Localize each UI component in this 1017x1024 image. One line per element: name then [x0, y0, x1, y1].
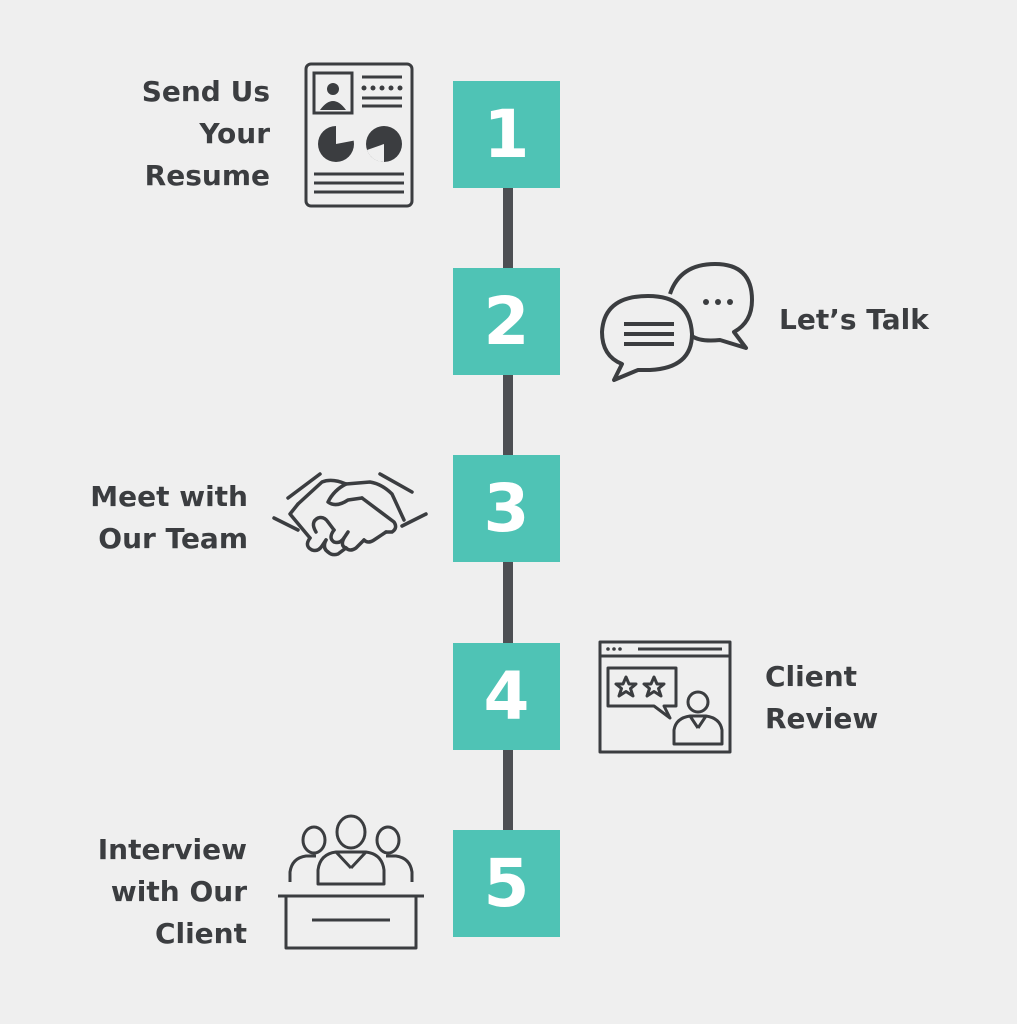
step-5-label: Interview with Our Client	[98, 829, 247, 955]
step-4-label-line: Client	[765, 660, 858, 693]
step-5-number: 5	[483, 845, 530, 922]
interview-panel-icon	[276, 814, 426, 952]
step-1-label: Send Us Your Resume	[142, 71, 270, 197]
step-3-label: Meet with Our Team	[90, 476, 248, 560]
resume-icon	[304, 62, 414, 208]
step-4-label-line: Review	[765, 702, 879, 735]
chat-bubbles-icon	[600, 260, 756, 384]
step-1-box: 1	[453, 81, 560, 188]
step-5-box: 5	[453, 830, 560, 937]
step-3-box: 3	[453, 455, 560, 562]
step-3-number: 3	[483, 470, 530, 547]
step-5-label-line: with Our	[110, 875, 247, 908]
step-1-number: 1	[483, 96, 530, 173]
step-2-number: 2	[483, 283, 530, 360]
step-4-number: 4	[483, 658, 530, 735]
step-2-label-line: Let’s Talk	[779, 303, 929, 336]
step-5-label-line: Client	[154, 917, 247, 950]
step-3-label-line: Meet with	[90, 480, 248, 513]
handshake-icon	[270, 470, 430, 562]
step-2-box: 2	[453, 268, 560, 375]
step-1-label-line: Send Us	[141, 75, 270, 108]
step-2-label: Let’s Talk	[779, 299, 929, 341]
step-3-label-line: Our Team	[98, 522, 248, 555]
step-4-label: Client Review	[765, 656, 878, 740]
client-review-icon	[598, 640, 732, 754]
step-4-box: 4	[453, 643, 560, 750]
step-1-label-line: Your	[199, 117, 270, 150]
step-1-label-line: Resume	[144, 159, 270, 192]
step-5-label-line: Interview	[97, 833, 247, 866]
